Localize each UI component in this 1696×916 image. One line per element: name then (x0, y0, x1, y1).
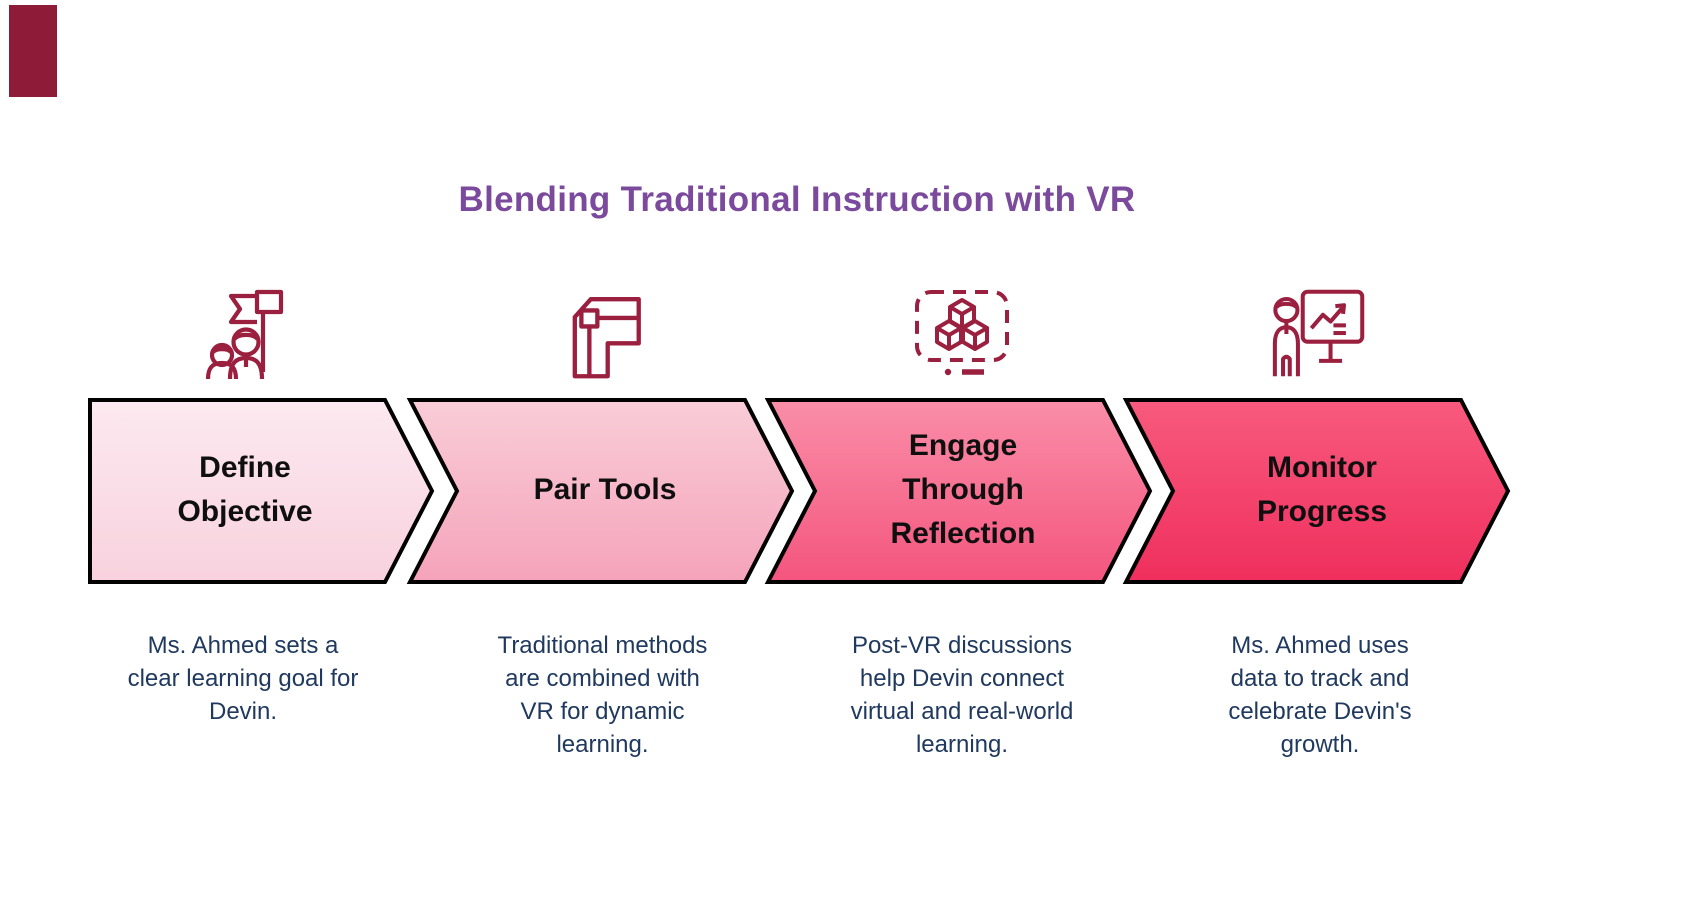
chevron-step-1 (88, 398, 435, 584)
corner-marker-rect (9, 5, 57, 97)
chevron-step-3 (764, 398, 1153, 584)
step-4-description: Ms. Ahmed uses data to track and celebra… (1228, 632, 1412, 758)
presenter-chart-icon (1272, 289, 1365, 377)
step-4-label: Monitor Progress (1256, 451, 1388, 528)
step-2-description: Traditional methods are combined with VR… (497, 632, 708, 758)
vr-cubes-icon (915, 290, 1009, 376)
step-1-label: Define Objective (177, 451, 313, 528)
corner-marker (9, 5, 57, 97)
step-2-label: Pair Tools (533, 473, 677, 506)
step-1-description: Ms. Ahmed sets a clear learning goal for… (127, 632, 359, 725)
team-flag-icon (205, 289, 284, 380)
chevron-step-2 (406, 398, 795, 584)
step-3-label: Engage Through Reflection (890, 429, 1036, 550)
chevron-step-4 (1122, 398, 1511, 584)
chevron-row (88, 398, 1511, 584)
corner-duct-icon (572, 296, 641, 379)
page-title: Blending Traditional Instruction with VR (458, 180, 1136, 219)
step-3-description: Post-VR discussions help Devin connect v… (850, 632, 1074, 758)
